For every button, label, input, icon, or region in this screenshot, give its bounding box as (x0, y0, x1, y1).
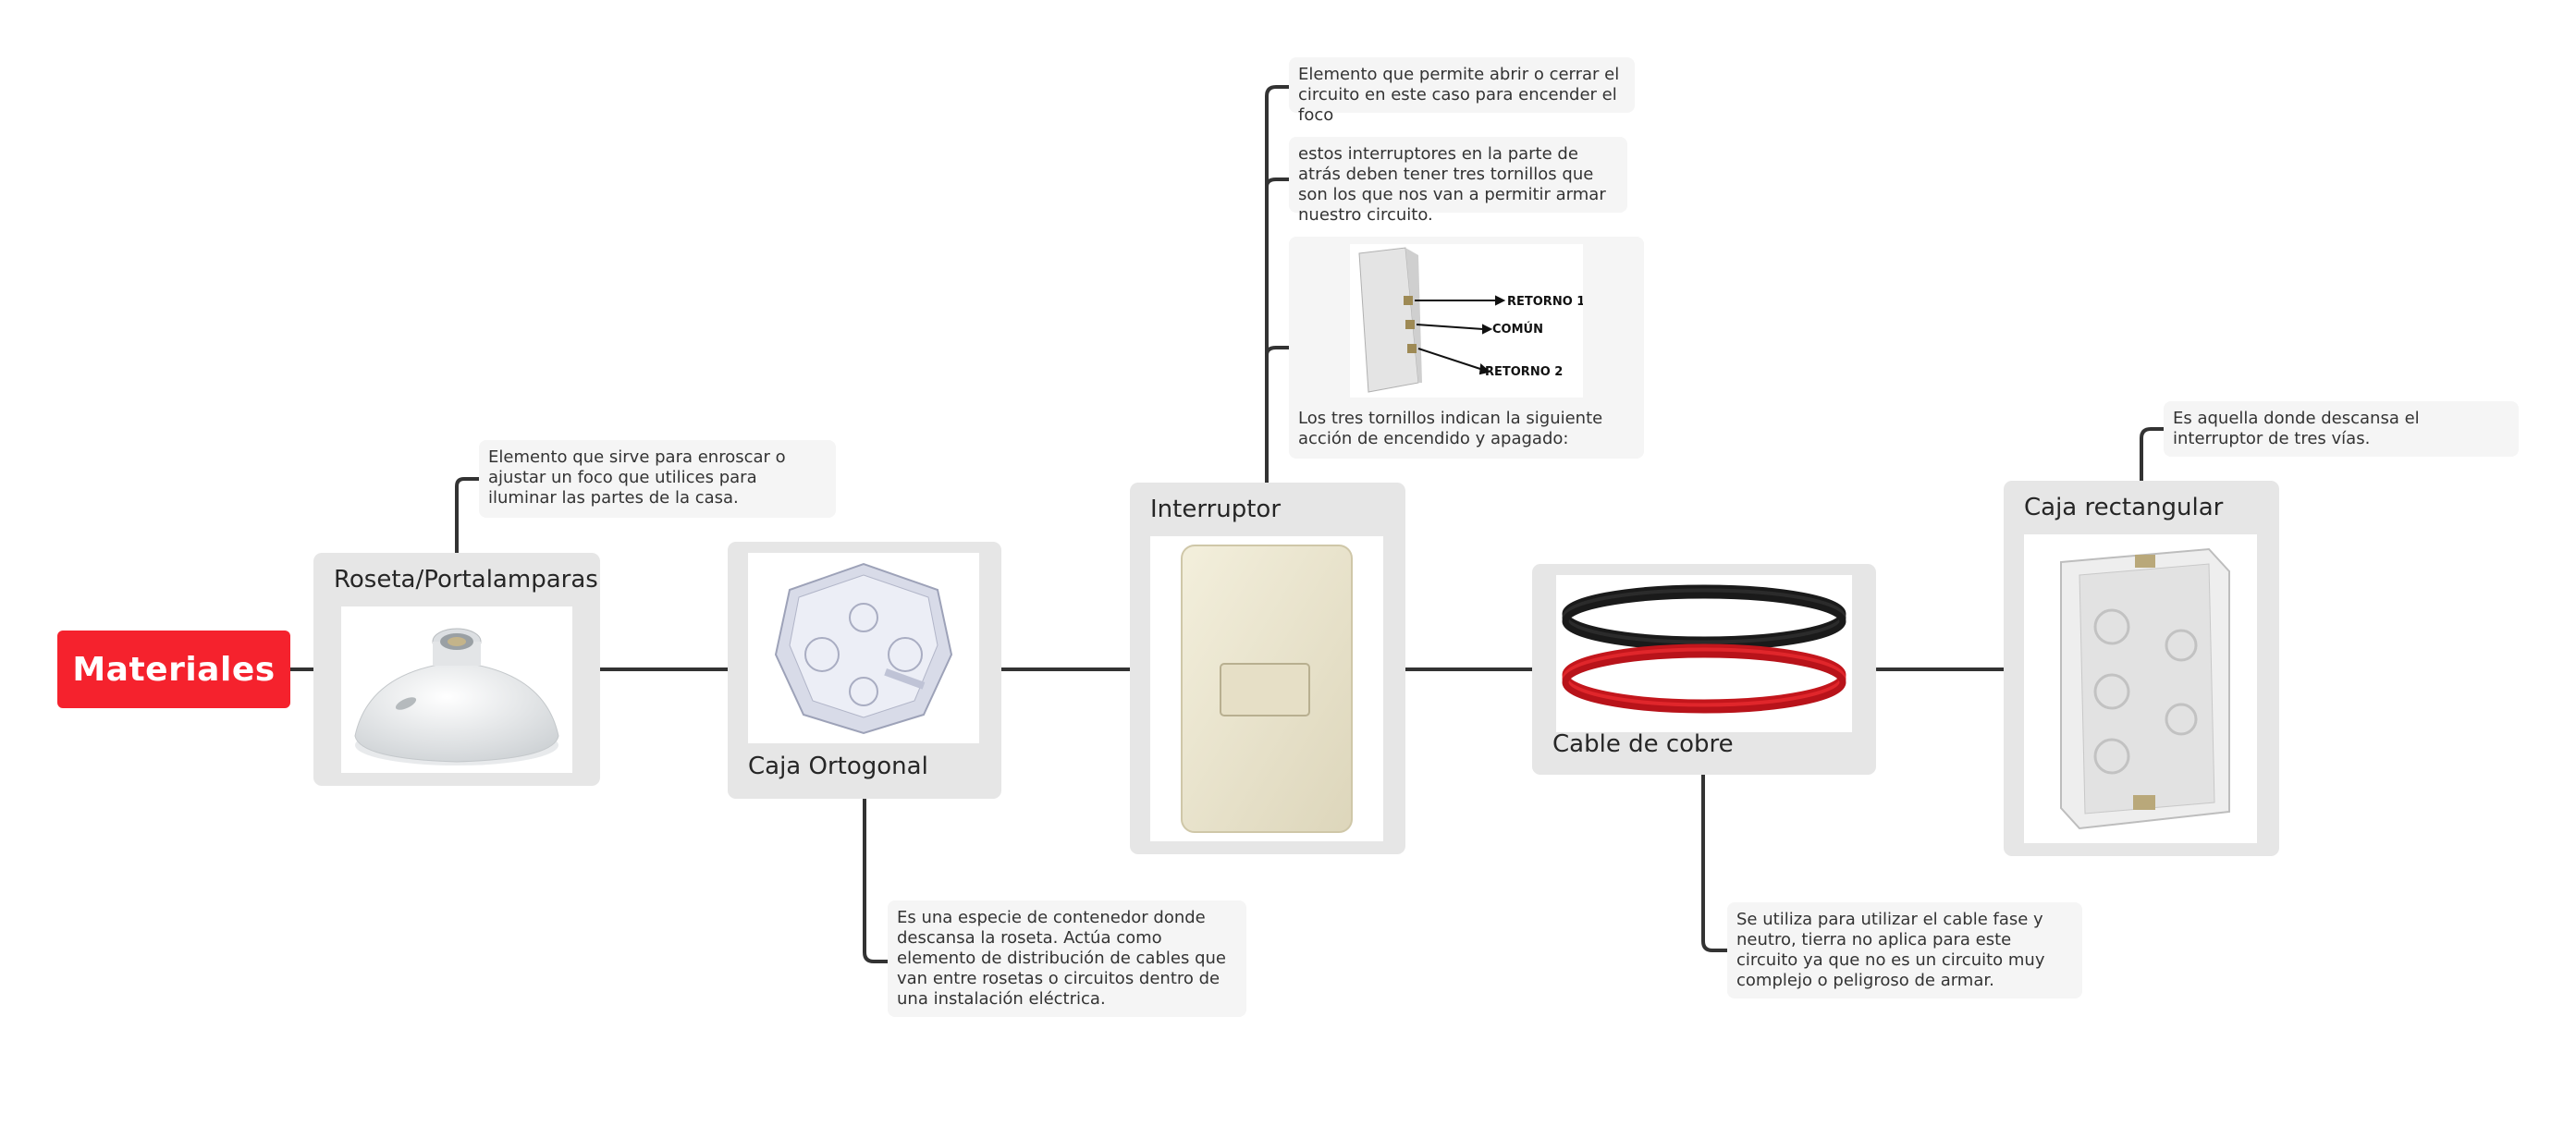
root-topic-label: Materiales (72, 650, 276, 689)
node-interruptor[interactable]: Interruptor (1130, 483, 1405, 854)
note-interruptor-1-text: Elemento que permite abrir o cerrar el c… (1298, 65, 1620, 125)
roseta-image (341, 606, 572, 773)
cable-image (1556, 575, 1852, 732)
note-caja-rectangular-text: Es aquella donde descansa el interruptor… (2173, 409, 2420, 448)
caja-rectangular-image (2024, 534, 2257, 843)
note-interruptor-3-text: Los tres tornillos indican la siguiente … (1298, 409, 1603, 448)
switch-back-diagram: RETORNO 1 COMÚN RETORNO 2 (1350, 244, 1585, 398)
note-caja-rectangular: Es aquella donde descansa el interruptor… (2164, 401, 2519, 457)
node-caja-rectangular[interactable]: Caja rectangular (2004, 481, 2279, 856)
label-comun: COMÚN (1492, 322, 1543, 337)
note-cable-text: Se utiliza para utilizar el cable fase y… (1736, 910, 2045, 990)
node-interruptor-label: Interruptor (1150, 496, 1282, 523)
node-roseta-label: Roseta/Portalamparas (334, 566, 598, 594)
note-roseta-text: Elemento que sirve para enroscar o ajust… (488, 447, 786, 508)
note-caja-ortogonal: Es una especie de contenedor donde desca… (888, 900, 1246, 1017)
note-interruptor-1: Elemento que permite abrir o cerrar el c… (1289, 57, 1635, 125)
node-cable[interactable]: Cable de cobre (1532, 564, 1876, 775)
caja-ortogonal-image (748, 553, 979, 743)
node-caja-rectangular-label: Caja rectangular (2024, 494, 2224, 521)
node-cable-label: Cable de cobre (1552, 730, 1734, 758)
note-interruptor-2: estos interruptores en la parte de atrás… (1289, 137, 1627, 225)
node-roseta[interactable]: Roseta/Portalamparas (313, 553, 600, 786)
root-topic-materiales[interactable]: Materiales (57, 631, 290, 708)
interruptor-image (1150, 536, 1383, 841)
note-interruptor-3: RETORNO 1 COMÚN RETORNO 2 Los tres torni… (1289, 237, 1644, 459)
node-caja-ortogonal-label: Caja Ortogonal (748, 753, 928, 780)
label-retorno-2: RETORNO 2 (1485, 365, 1563, 379)
label-retorno-1: RETORNO 1 (1507, 295, 1583, 309)
note-roseta: Elemento que sirve para enroscar o ajust… (479, 440, 836, 518)
note-cable: Se utiliza para utilizar el cable fase y… (1727, 902, 2082, 998)
node-caja-ortogonal[interactable]: Caja Ortogonal (728, 542, 1001, 799)
note-interruptor-2-text: estos interruptores en la parte de atrás… (1298, 144, 1606, 225)
note-caja-ortogonal-text: Es una especie de contenedor donde desca… (897, 908, 1226, 1009)
